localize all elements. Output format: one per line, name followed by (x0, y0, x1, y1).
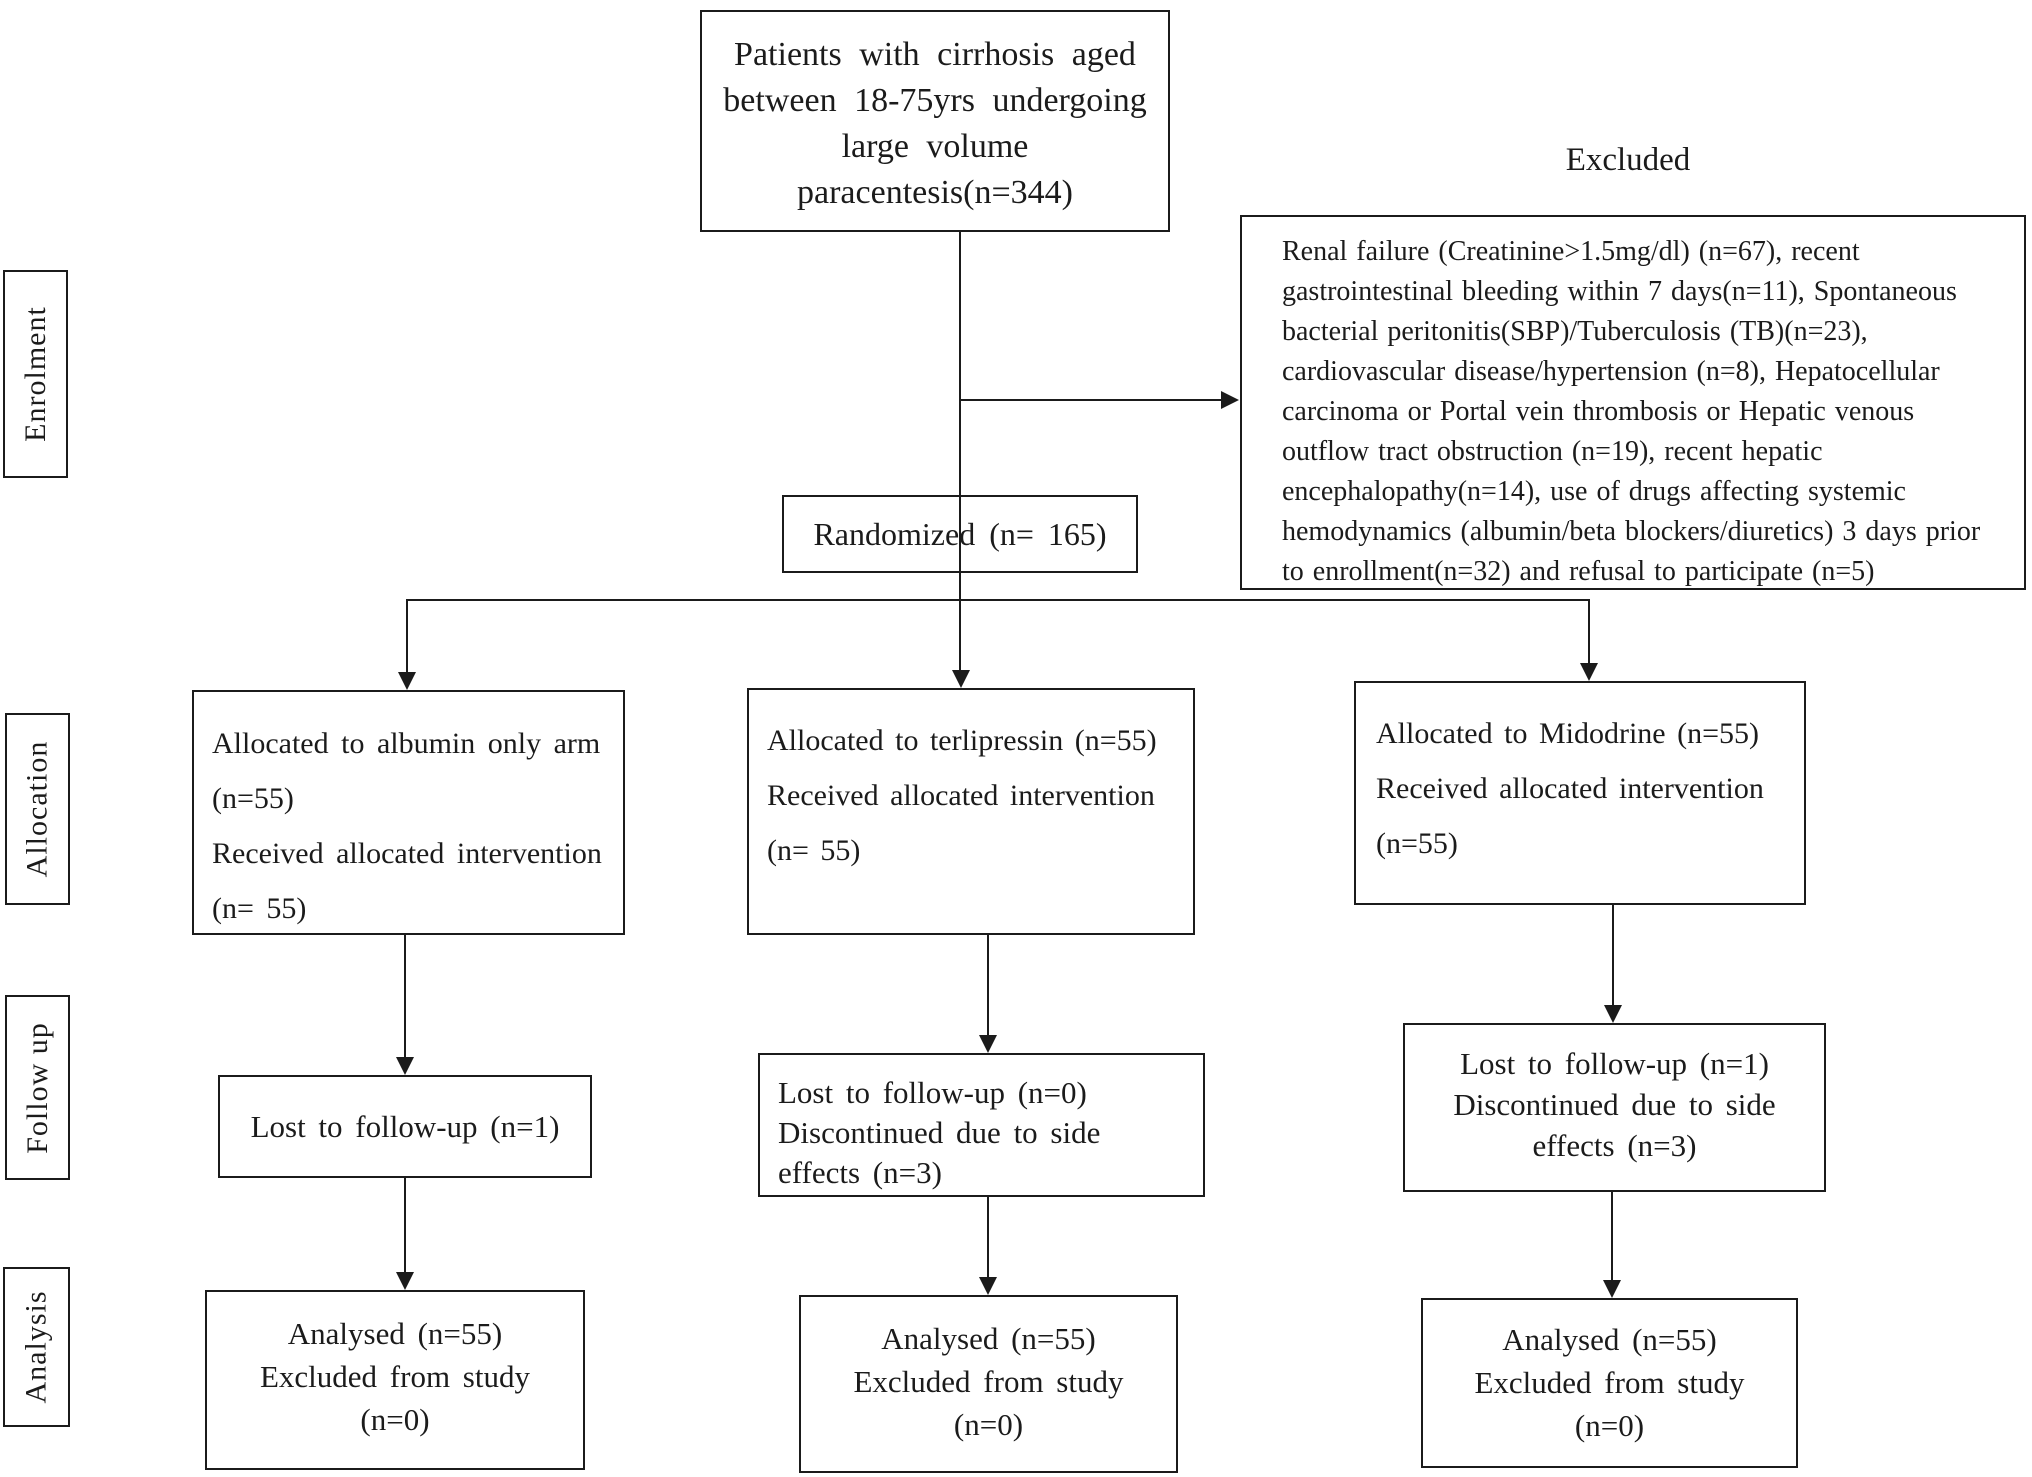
flow-box-analysis-terlipressin: Analysed (n=55) Excluded from study (n=0… (799, 1295, 1178, 1473)
arrow-down-icon (952, 670, 970, 688)
arrow-down-icon (396, 1272, 414, 1290)
arrow-down-icon (979, 1277, 997, 1295)
stage-label-text: Enrolment (18, 306, 52, 442)
flow-box-randomized: Randomized (n= 165) (782, 495, 1138, 573)
stage-label-follow-up: Follow up (5, 995, 70, 1180)
flow-box-analysis-midodrine: Analysed (n=55) Excluded from study (n=0… (1421, 1298, 1798, 1468)
flow-box-allocation-midodrine: Allocated to Midodrine (n=55) Received a… (1354, 681, 1806, 905)
flow-box-screened-patients: Patients with cirrhosis aged between 18-… (700, 10, 1170, 232)
connector-followup-to-analysis-left (404, 1178, 406, 1274)
connector-randomization-branch (406, 599, 1590, 601)
flow-box-followup-albumin: Lost to follow-up (n=1) (218, 1075, 592, 1178)
connector-to-excluded (961, 399, 1221, 401)
stage-label-allocation: Allocation (5, 713, 70, 905)
arrow-right-icon (1221, 391, 1239, 409)
connector-branch-right-drop (1588, 599, 1590, 665)
connector-allocation-to-followup-right (1612, 905, 1614, 1007)
flow-box-followup-midodrine: Lost to follow-up (n=1) Discontinued due… (1403, 1023, 1826, 1192)
stage-label-text: Analysis (19, 1290, 53, 1404)
flow-box-excluded-reasons: Renal failure (Creatinine>1.5mg/dl) (n=6… (1240, 215, 2026, 590)
flow-box-analysis-albumin: Analysed (n=55) Excluded from study (n=0… (205, 1290, 585, 1470)
arrow-down-icon (979, 1035, 997, 1053)
connector-screened-to-allocation (959, 232, 961, 670)
flow-box-followup-terlipressin: Lost to follow-up (n=0) Discontinued due… (758, 1053, 1205, 1197)
arrow-down-icon (398, 672, 416, 690)
connector-followup-to-analysis-mid (987, 1197, 989, 1279)
arrow-down-icon (396, 1057, 414, 1075)
stage-label-enrolment: Enrolment (3, 270, 68, 478)
connector-allocation-to-followup-mid (987, 935, 989, 1037)
connector-branch-left-drop (406, 599, 408, 674)
connector-followup-to-analysis-right (1611, 1192, 1613, 1282)
arrow-down-icon (1603, 1280, 1621, 1298)
arrow-down-icon (1580, 663, 1598, 681)
stage-label-analysis: Analysis (3, 1267, 70, 1427)
stage-label-text: Allocation (20, 740, 54, 878)
connector-allocation-to-followup-left (404, 935, 406, 1059)
arrow-down-icon (1604, 1005, 1622, 1023)
stage-label-text: Follow up (20, 1021, 54, 1154)
flow-box-allocation-terlipressin: Allocated to terlipressin (n=55) Receive… (747, 688, 1195, 935)
flow-box-allocation-albumin: Allocated to albumin only arm (n=55) Rec… (192, 690, 625, 935)
excluded-heading: Excluded (1565, 142, 1691, 178)
